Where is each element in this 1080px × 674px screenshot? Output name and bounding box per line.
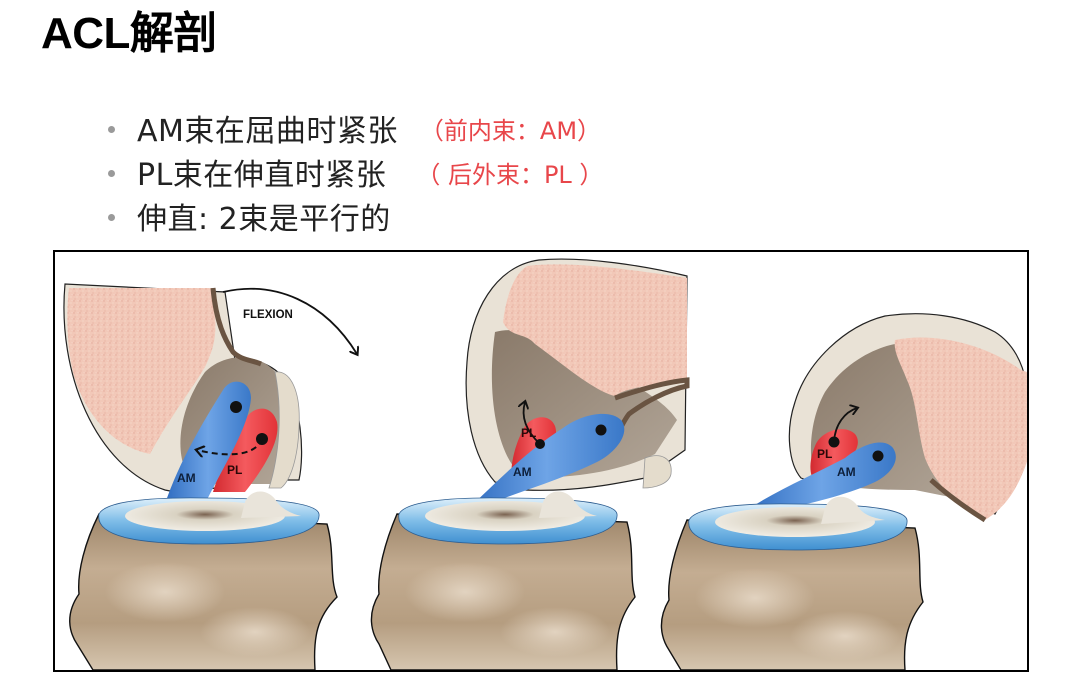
bullet-note: （前内束：AM） — [419, 116, 602, 145]
bullet-item-pl: PL束在伸直时紧张 （ 后外束：PL ） — [108, 150, 603, 194]
label-pl: PL — [521, 426, 536, 440]
label-am: AM — [177, 471, 196, 485]
panel-left: AM PL FLEXION — [63, 283, 357, 670]
acl-anatomy-figure: AM PL FLEXION — [53, 250, 1029, 672]
label-am: AM — [837, 465, 856, 479]
bullet-item-extension: 伸直: 2束是平行的 — [108, 194, 603, 238]
am-bundle — [747, 442, 896, 514]
femur-cut-surface — [894, 337, 1027, 520]
am-bundle — [469, 413, 625, 508]
bullet-note: （ 后外束：PL ） — [416, 160, 604, 189]
flexion-label: FLEXION — [243, 309, 293, 321]
am-attachment-dot — [872, 450, 884, 462]
panel-middle: PL AM — [370, 258, 690, 670]
pl-bundle — [213, 408, 278, 492]
am-attachment-dot — [230, 401, 242, 413]
rotation-arrow-icon — [833, 408, 857, 443]
bullet-dot-icon — [108, 213, 115, 221]
bullet-text: PL束在伸直时紧张 — [137, 158, 387, 193]
rotation-arrow-icon — [524, 402, 541, 445]
label-pl: PL — [817, 447, 832, 461]
label-am: AM — [513, 465, 532, 479]
flexion-arrow-icon — [222, 288, 357, 354]
femur-cut-surface — [67, 288, 216, 454]
panel-right: PL AM — [660, 313, 1027, 670]
label-pl: PL — [227, 463, 242, 477]
femur-cut-surface — [503, 264, 687, 396]
bullet-dot-icon — [108, 169, 115, 177]
bullet-text: AM束在屈曲时紧张 — [137, 114, 398, 149]
rotation-arrow-icon — [197, 438, 263, 454]
bullet-text: 伸直: 2束是平行的 — [137, 202, 391, 237]
knee-illustration: AM PL FLEXION — [63, 258, 1027, 670]
bullet-list: AM束在屈曲时紧张 （前内束：AM） PL束在伸直时紧张 （ 后外束：PL ） … — [108, 106, 603, 238]
am-bundle — [165, 381, 251, 504]
am-attachment-dot — [595, 424, 607, 436]
slide-title: ACL解剖 — [41, 9, 217, 58]
bullet-dot-icon — [108, 125, 115, 133]
bullet-item-am: AM束在屈曲时紧张 （前内束：AM） — [108, 106, 603, 150]
